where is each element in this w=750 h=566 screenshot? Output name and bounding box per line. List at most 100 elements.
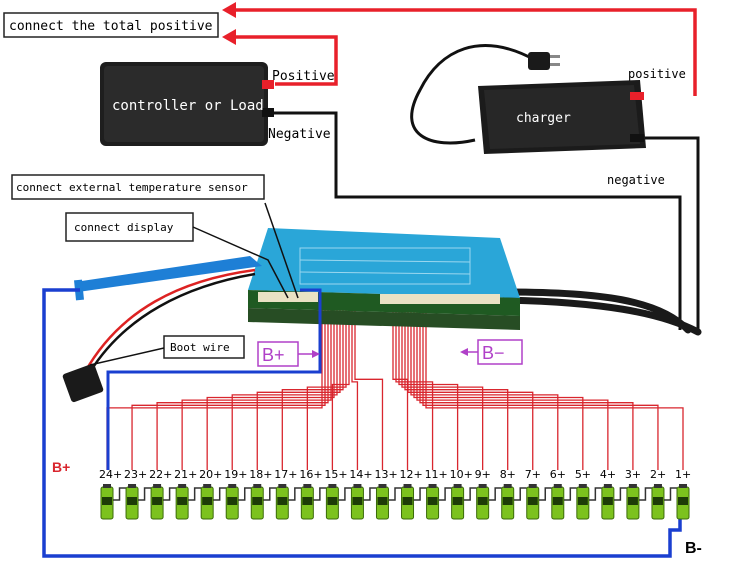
cell-label: 20+ xyxy=(199,468,222,481)
cell-label: 14+ xyxy=(349,468,372,481)
cell-label: 22+ xyxy=(149,468,172,481)
series-link xyxy=(513,487,527,501)
cell-band xyxy=(652,497,663,505)
balance-wire xyxy=(422,300,659,470)
boot-wire-pointer xyxy=(89,347,165,366)
cell-row: 24+23+22+21+20+19+18+17+16+15+14+13+12+1… xyxy=(99,468,691,520)
label-box-display: connect display xyxy=(65,212,194,242)
series-link xyxy=(313,487,327,501)
balance-wire xyxy=(331,300,350,470)
cell-label: 24+ xyxy=(99,468,122,481)
b-minus-tag: B− xyxy=(460,339,523,365)
cell-terminal xyxy=(453,484,462,488)
cell-label: 9+ xyxy=(475,468,491,481)
positive-wires xyxy=(230,8,697,96)
cell-band xyxy=(177,497,188,505)
series-link xyxy=(113,487,127,501)
b-plus-board-wire xyxy=(106,288,322,470)
cell-band xyxy=(452,497,463,505)
b-plus-side-label: B+ xyxy=(52,459,70,475)
balance-wire xyxy=(131,300,326,470)
balance-wire xyxy=(410,300,559,470)
cell-label: 6+ xyxy=(550,468,566,481)
b-plus-tag: B+ xyxy=(257,341,320,367)
cell-terminal xyxy=(578,484,587,488)
cell-label: 2+ xyxy=(650,468,666,481)
balance-wire xyxy=(425,300,684,470)
series-link xyxy=(138,487,152,501)
cell-band xyxy=(227,497,238,505)
balance-wire xyxy=(306,300,347,470)
cell-band xyxy=(127,497,138,505)
label-box-temp-sensor: connect external temperature sensor xyxy=(11,174,265,200)
series-link xyxy=(588,487,602,501)
cell-band xyxy=(152,497,163,505)
balance-wire xyxy=(401,300,484,470)
series-link xyxy=(613,487,627,501)
balance-wire xyxy=(392,300,409,470)
series-link xyxy=(213,487,227,501)
boot-wire-label: Boot wire xyxy=(170,341,230,354)
cell-terminal xyxy=(178,484,187,488)
balance-wire xyxy=(398,300,459,470)
cell-terminal xyxy=(153,484,162,488)
cell-label: 11+ xyxy=(425,468,448,481)
cell-terminal xyxy=(679,484,687,488)
balance-wire xyxy=(407,300,534,470)
boot-wire-cables xyxy=(83,268,256,373)
cell-label: 17+ xyxy=(274,468,297,481)
negative-wires xyxy=(270,111,700,330)
charger-ac-cord xyxy=(410,44,536,145)
cell-band xyxy=(477,497,488,505)
cell-label: 18+ xyxy=(249,468,272,481)
cell-band xyxy=(552,497,563,505)
cell-label: 7+ xyxy=(525,468,541,481)
cell-terminal xyxy=(628,484,637,488)
series-link xyxy=(163,487,177,501)
controller-negative-label: Negative xyxy=(268,127,331,142)
cell-terminal xyxy=(353,484,362,488)
cell-terminal xyxy=(253,484,262,488)
display-pointer xyxy=(192,226,289,299)
cell-band xyxy=(427,497,438,505)
balance-wire xyxy=(419,300,634,470)
display-label: connect display xyxy=(74,221,174,234)
bms-board xyxy=(248,228,520,330)
balance-wire xyxy=(106,300,323,470)
series-link xyxy=(188,487,202,501)
temp-sensor-pointer xyxy=(264,202,299,299)
cell-label: 21+ xyxy=(174,468,197,481)
bms-main-cables xyxy=(501,288,702,336)
balance-wire xyxy=(413,300,584,470)
controller-positive-label: Positive xyxy=(272,69,335,84)
series-link xyxy=(488,487,502,501)
controller-label: controller or Load xyxy=(112,98,264,114)
cell-label: 10+ xyxy=(450,468,473,481)
cell-label: 19+ xyxy=(224,468,247,481)
cell-band xyxy=(102,497,112,505)
boot-wire-connector xyxy=(62,363,104,403)
balance-wire xyxy=(354,300,384,470)
cell-terminal xyxy=(128,484,137,488)
cell-label: 5+ xyxy=(575,468,591,481)
cell-band xyxy=(402,497,413,505)
cell-band xyxy=(627,497,638,505)
cell-terminal xyxy=(203,484,212,488)
cell-band xyxy=(602,497,613,505)
balance-wire xyxy=(206,300,335,470)
cell-label: 13+ xyxy=(374,468,397,481)
cell-terminal xyxy=(553,484,562,488)
series-link xyxy=(363,487,377,501)
series-link xyxy=(238,487,252,501)
series-link xyxy=(438,487,452,501)
balance-wire xyxy=(404,300,509,470)
b-minus-tag-text: B− xyxy=(482,343,505,363)
series-link xyxy=(263,487,277,501)
cell-terminal xyxy=(328,484,337,488)
balance-wire xyxy=(281,300,344,470)
cell-terminal xyxy=(378,484,387,488)
charger-box xyxy=(478,80,646,154)
b-plus-wire xyxy=(42,288,682,558)
cell-band xyxy=(502,497,513,505)
